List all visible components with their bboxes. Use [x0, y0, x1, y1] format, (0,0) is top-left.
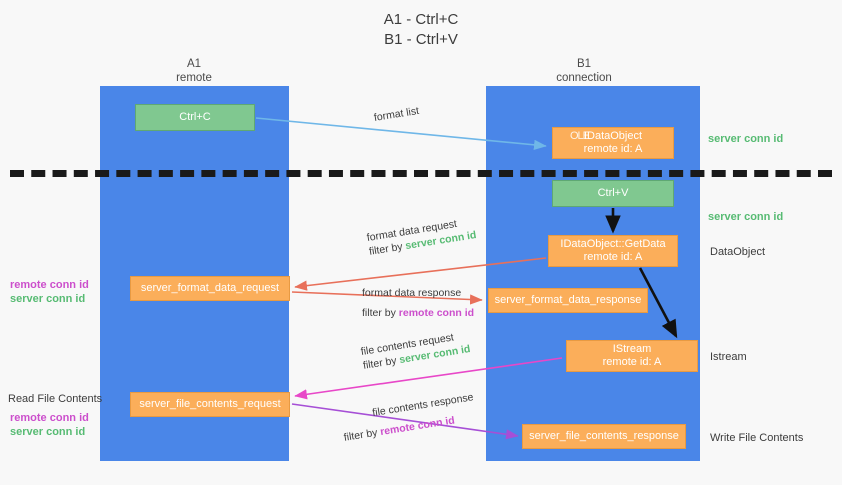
note-server-conn-id-top: server conn id	[708, 133, 784, 145]
note-server-conn-id-left-bottom: server conn id	[10, 426, 86, 438]
lane-header-b1: B1 connection	[508, 57, 660, 85]
node-istream-label: IStream	[612, 343, 652, 355]
node-getdata[interactable]: IDataObject::GetData remote id: A	[548, 235, 678, 267]
note-remote-conn-id-top: remote conn id	[10, 279, 89, 291]
title-line-2: B1 - Ctrl+V	[384, 31, 458, 48]
node-server-format-data-response[interactable]: server_format_data_response	[488, 288, 648, 313]
lane-b1-name: B1	[576, 58, 592, 70]
node-server-file-contents-response-label: server_file_contents_response	[529, 430, 679, 442]
node-ole-overlap-label: OLE	[569, 130, 590, 142]
node-ctrl-v[interactable]: Ctrl+V	[552, 180, 674, 207]
caption-fcresp-filter: filter by remote conn id	[343, 410, 478, 445]
note-dataobject: DataObject	[710, 246, 766, 258]
node-server-file-contents-request[interactable]: server_file_contents_request	[130, 392, 290, 417]
title-line-1: A1 - Ctrl+C	[383, 11, 459, 28]
caption-fdresp-filter-value: remote conn id	[398, 307, 475, 319]
node-ole-idataobject-label: IDataObject	[583, 130, 643, 142]
lane-a1-name: A1	[186, 58, 202, 70]
caption-fcresp-filter-prefix: filter by	[343, 426, 382, 444]
caption-format-data-response-line1: format data response	[362, 287, 462, 299]
node-ctrl-c-label: Ctrl+C	[179, 111, 211, 123]
node-ctrl-v-label: Ctrl+V	[597, 187, 629, 199]
note-server-conn-id-second: server conn id	[708, 211, 784, 223]
node-server-format-data-response-label: server_format_data_response	[494, 294, 642, 306]
node-ole-idataobject[interactable]: OLE IDataObject remote id: A	[552, 127, 674, 159]
node-getdata-label: IDataObject::GetData	[560, 238, 666, 250]
node-istream-sub: remote id: A	[602, 356, 662, 368]
caption-format-data-request: format data request filter by server con…	[366, 214, 478, 259]
node-ctrl-c[interactable]: Ctrl+C	[135, 104, 255, 131]
note-remote-conn-id-bottom: remote conn id	[10, 412, 89, 424]
caption-format-list-line1: format list	[373, 104, 420, 124]
lane-b1-sub: connection	[556, 72, 612, 84]
node-istream[interactable]: IStream remote id: A	[566, 340, 698, 372]
note-read-file-contents: Read File Contents	[8, 393, 103, 405]
caption-format-data-response: format data response filter by remote co…	[362, 286, 474, 320]
caption-file-contents-request: file contents request filter by server c…	[360, 328, 472, 373]
caption-fdresp-filter-prefix: filter by	[362, 307, 399, 319]
note-conn-ids-bottom: remote conn id server conn id	[10, 411, 89, 439]
node-server-file-contents-request-label: server_file_contents_request	[139, 398, 281, 410]
node-server-format-data-request-label: server_format_data_request	[140, 282, 280, 294]
note-conn-ids-top: remote conn id server conn id	[10, 278, 89, 306]
note-server-conn-id-left-top: server conn id	[10, 293, 86, 305]
lane-a1-sub: remote	[176, 72, 212, 84]
page-title: A1 - Ctrl+C B1 - Ctrl+V	[0, 10, 842, 50]
node-server-file-contents-response[interactable]: server_file_contents_response	[522, 424, 686, 449]
phase-divider	[10, 170, 832, 177]
caption-fcresp-filter-value: remote conn id	[379, 414, 456, 439]
caption-file-contents-response: file contents response filter by remote …	[343, 390, 477, 444]
caption-format-list: format list	[373, 104, 420, 125]
node-server-format-data-request[interactable]: server_format_data_request	[130, 276, 290, 301]
caption-format-data-response-filter: filter by remote conn id	[362, 306, 474, 320]
note-istream: Istream	[710, 351, 747, 363]
lane-header-a1: A1 remote	[118, 57, 270, 85]
node-getdata-sub: remote id: A	[583, 251, 643, 263]
note-write-file-contents: Write File Contents	[710, 432, 804, 444]
node-ole-idataobject-sub: remote id: A	[583, 143, 643, 155]
node-ole-idataobject-title: OLE IDataObject	[570, 130, 643, 143]
